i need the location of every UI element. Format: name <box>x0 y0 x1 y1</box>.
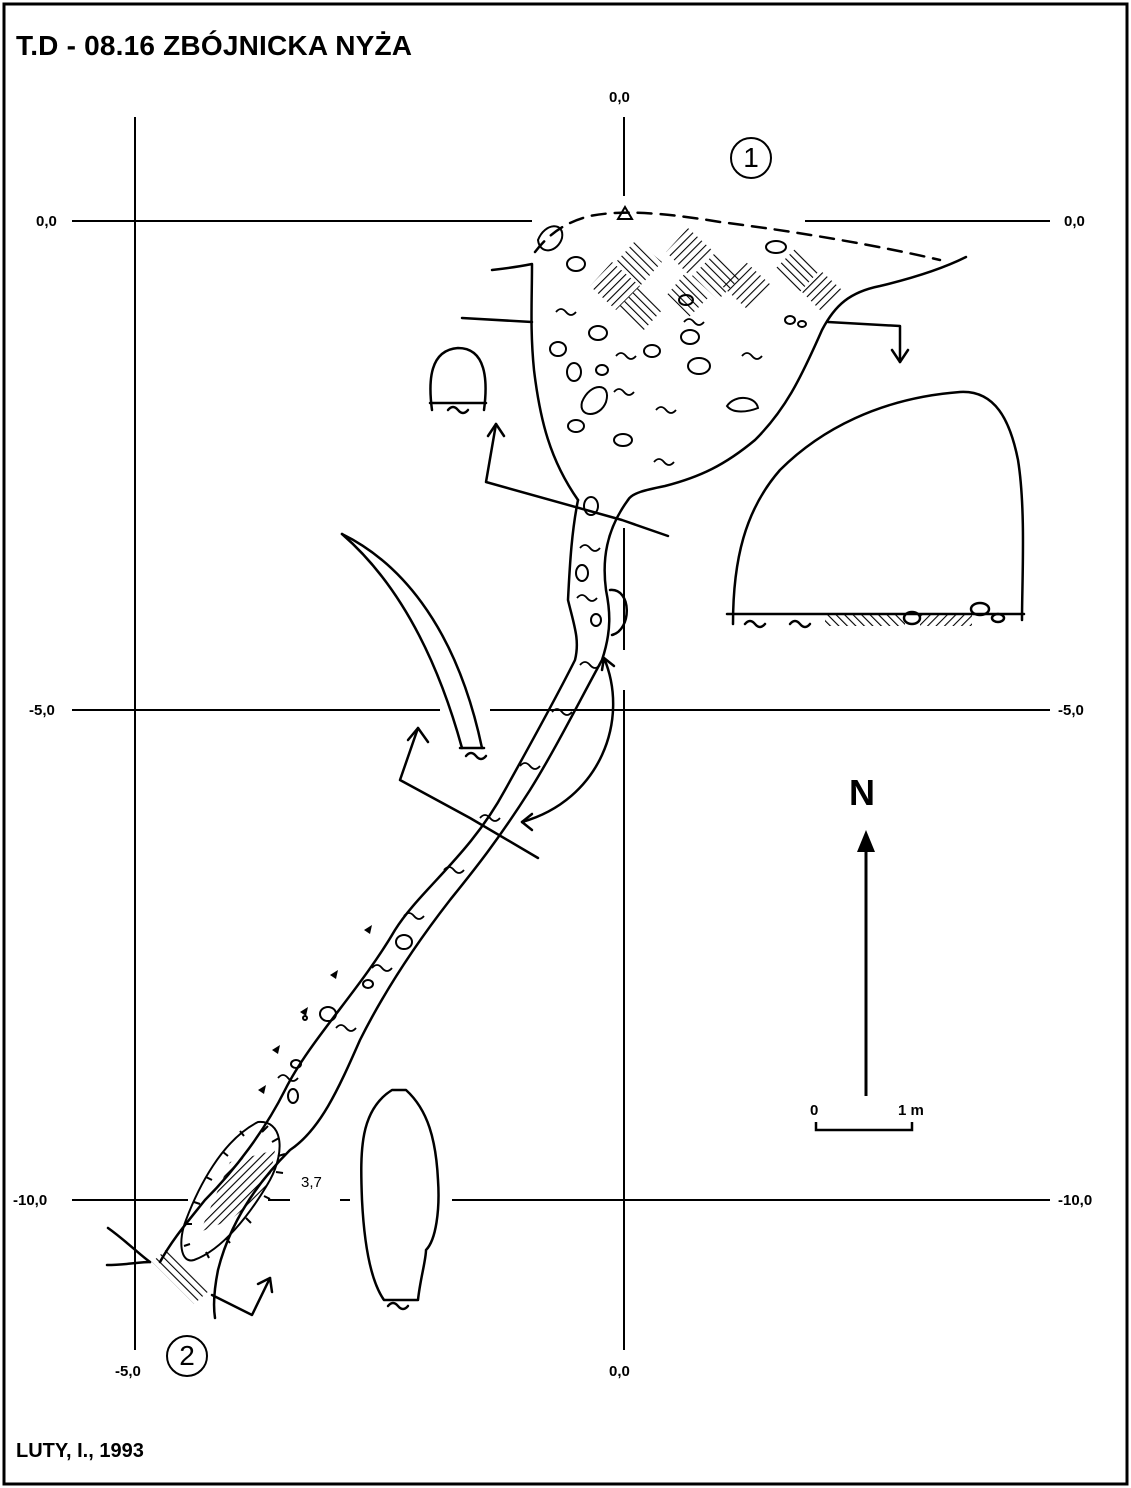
map-title: T.D - 08.16 ZBÓJNICKA NYŻA <box>16 30 413 61</box>
author-credit: LUTY, I., 1993 <box>16 1440 144 1462</box>
grid-label-bottom-xm5: -5,0 <box>115 1363 141 1380</box>
cross-sections <box>340 346 1026 1311</box>
coordinate-grid <box>72 117 1050 1350</box>
water-symbols <box>277 308 763 1082</box>
cross-section-small-arch <box>429 346 487 412</box>
grid-label-left-ym10: -10,0 <box>13 1192 48 1209</box>
hatching-fields <box>152 228 842 1304</box>
grid-label-bottom-x0: 0,0 <box>609 1363 630 1380</box>
cross-section-chamber <box>731 390 1025 626</box>
cross-section-tall <box>360 1088 440 1302</box>
grid-label-right-y0: 0,0 <box>1064 213 1085 230</box>
scale-bar <box>814 1122 914 1132</box>
grid-label-right-ym10: -10,0 <box>1058 1192 1093 1209</box>
cross-section-marker-2: 2 <box>166 1335 208 1377</box>
scale-end-label: 1 m <box>898 1102 924 1119</box>
scale-start-label: 0 <box>810 1102 819 1119</box>
north-arrow <box>857 830 875 1096</box>
section-lines <box>210 320 910 1317</box>
north-label: N <box>849 772 875 813</box>
debris-markers <box>258 925 372 1094</box>
grid-label-top-x0: 0,0 <box>609 89 630 106</box>
depth-label: 3,7 <box>301 1174 322 1191</box>
grid-label-left-y0: 0,0 <box>36 213 57 230</box>
grid-label-right-ym5: -5,0 <box>1058 702 1084 719</box>
cave-plan <box>105 211 968 1320</box>
cross-section-fissure <box>340 532 464 750</box>
grid-label-left-ym5: -5,0 <box>29 702 55 719</box>
cross-section-marker-1: 1 <box>730 137 772 179</box>
boulders <box>287 225 807 1104</box>
mound <box>180 1120 286 1262</box>
survey-station-icon <box>616 205 634 220</box>
